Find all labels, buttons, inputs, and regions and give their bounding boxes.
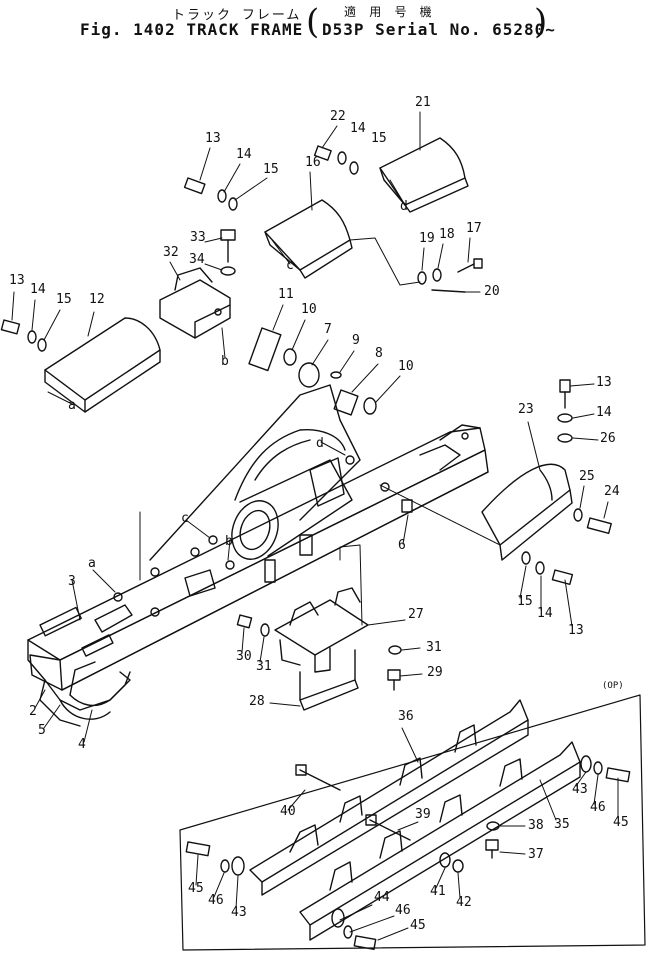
callout-c: c: [286, 258, 294, 273]
callout-10: 10: [301, 302, 317, 317]
callout-18: 18: [439, 227, 455, 242]
callout-45: 45: [188, 881, 204, 896]
support-27: [274, 587, 369, 673]
callout-a: a: [68, 398, 76, 413]
callout-37: 37: [528, 847, 544, 862]
callout-39: 39: [415, 807, 431, 822]
callout-27: 27: [408, 607, 424, 622]
callout-8: 8: [375, 346, 383, 361]
callout-14: 14: [596, 405, 612, 420]
callout-13: 13: [568, 623, 584, 638]
callout-28: 28: [249, 694, 265, 709]
callout-a: a: [88, 556, 96, 571]
callout-22: 22: [330, 109, 346, 124]
callout-c: c: [181, 511, 189, 526]
plate-28-leaders: [299, 649, 356, 701]
guard-23: [481, 463, 573, 561]
callout-5: 5: [38, 723, 46, 738]
callout-7: 7: [324, 322, 332, 337]
callout-34: 34: [189, 252, 205, 267]
optional-parts-box: [179, 694, 646, 951]
callout-b: b: [225, 534, 233, 549]
callout-46: 46: [208, 893, 224, 908]
callout-13: 13: [9, 273, 25, 288]
callout-46: 46: [395, 903, 411, 918]
optional-label: (OP): [602, 681, 624, 691]
cover-16: [264, 199, 353, 279]
plate-28: [299, 679, 359, 711]
callout-31: 31: [426, 640, 442, 655]
callout-41: 41: [430, 884, 446, 899]
callout-20: 20: [484, 284, 500, 299]
callout-13: 13: [596, 375, 612, 390]
callout-26: 26: [600, 431, 616, 446]
callout-15: 15: [517, 594, 533, 609]
callout-44: 44: [374, 890, 390, 905]
callout-14: 14: [236, 147, 252, 162]
callout-b: b: [221, 354, 229, 369]
callout-31: 31: [256, 659, 272, 674]
callout-40: 40: [280, 804, 296, 819]
open-paren: (: [306, 2, 320, 42]
callout-19: 19: [419, 231, 435, 246]
cover-12: [44, 317, 161, 413]
callout-38: 38: [528, 818, 544, 833]
callout-23: 23: [518, 402, 534, 417]
cover-21: [379, 137, 469, 213]
japanese-applicability: 適 用 号 機: [344, 5, 435, 19]
callout-24: 24: [604, 484, 620, 499]
callout-42: 42: [456, 895, 472, 910]
callout-43: 43: [572, 782, 588, 797]
callout-35: 35: [554, 817, 570, 832]
callout-45: 45: [410, 918, 426, 933]
track-frame-body: [27, 384, 489, 727]
serial-number: D53P Serial No. 65280~: [322, 20, 556, 39]
callout-43: 43: [231, 905, 247, 920]
figure-title: Fig. 1402 TRACK FRAME: [80, 20, 304, 39]
callout-15: 15: [263, 162, 279, 177]
callout-14: 14: [30, 282, 46, 297]
callout-15: 15: [56, 292, 72, 307]
leader-lines: [11, 111, 609, 743]
callout-12: 12: [89, 292, 105, 307]
callout-46: 46: [590, 800, 606, 815]
callout-14: 14: [537, 606, 553, 621]
bracket-32: [159, 267, 231, 339]
callout-29: 29: [427, 665, 443, 680]
callout-3: 3: [68, 574, 76, 589]
callout-14: 14: [350, 121, 366, 136]
callout-32: 32: [163, 245, 179, 260]
callout-21: 21: [415, 95, 431, 110]
callout-16: 16: [305, 155, 321, 170]
callout-30: 30: [236, 649, 252, 664]
callout-6: 6: [398, 538, 406, 553]
bolts-and-washers: [0, 145, 612, 691]
japanese-title: トラック フレーム: [172, 8, 302, 23]
callout-d: d: [316, 436, 324, 451]
callout-15: 15: [371, 131, 387, 146]
callout-9: 9: [352, 333, 360, 348]
callout-45: 45: [613, 815, 629, 830]
close-paren: ): [534, 2, 548, 42]
callout-2: 2: [29, 704, 37, 719]
callout-4: 4: [78, 737, 86, 752]
callout-13: 13: [205, 131, 221, 146]
callout-36: 36: [398, 709, 414, 724]
callout-d: d: [400, 199, 408, 214]
callout-17: 17: [466, 221, 482, 236]
callout-11: 11: [278, 287, 294, 302]
callout-25: 25: [579, 469, 595, 484]
callout-33: 33: [190, 230, 206, 245]
callout-10: 10: [398, 359, 414, 374]
